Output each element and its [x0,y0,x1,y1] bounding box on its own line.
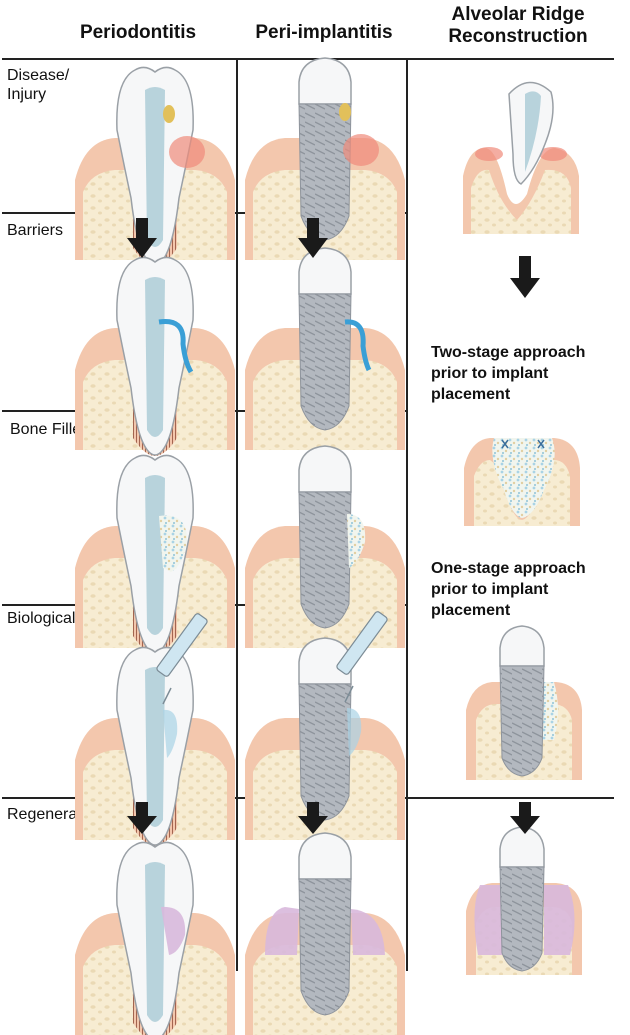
arrow-down-icon [298,802,328,834]
peri-implantitis-biologicals-illustration [244,611,406,841]
column-header-peri-implantitis: Peri-implantitis [255,22,393,43]
ridge-defect-illustration [463,81,579,234]
ridge-two-stage-illustration [464,438,580,526]
peri-implantitis-disease-illustration [244,57,406,261]
arrow-down-icon [510,802,540,834]
row-label-bone-fillers: Bone Fillers [10,421,95,438]
arrow-down-icon [127,802,157,834]
ridge-one-stage-illustration [466,625,582,780]
one-stage-heading: One-stage approach prior to implant plac… [431,560,586,619]
peri-implantitis-regeneration-illustration [244,832,406,1035]
grid-line-col-2 [406,59,408,971]
periodontitis-barrier-illustration [74,256,236,457]
periodontitis-regeneration-illustration [74,841,236,1035]
column-header-periodontitis: Periodontitis [79,22,197,43]
grid-line-top [2,58,614,60]
periodontitis-biologicals-illustration [74,613,236,847]
ridge-regeneration-illustration [466,826,582,975]
periodontitis-disease-illustration [74,66,236,267]
row-label-disease: Disease/ Injury [7,67,70,103]
grid-line-col-1 [236,59,238,971]
two-stage-heading: Two-stage approach prior to implant plac… [431,344,586,403]
periodontitis-bone-filler-illustration [74,454,236,655]
arrow-down-icon [127,218,157,258]
arrow-down-icon [298,218,328,258]
arrow-down-icon [510,256,540,298]
peri-implantitis-bone-filler-illustration [244,445,406,649]
row-label-barriers: Barriers [7,222,64,239]
row-label-biologicals: Biologicals [7,610,84,627]
column-header-alveolar-ridge: Alveolar Ridge Reconstruction [448,4,588,47]
peri-implantitis-barrier-illustration [244,247,406,451]
